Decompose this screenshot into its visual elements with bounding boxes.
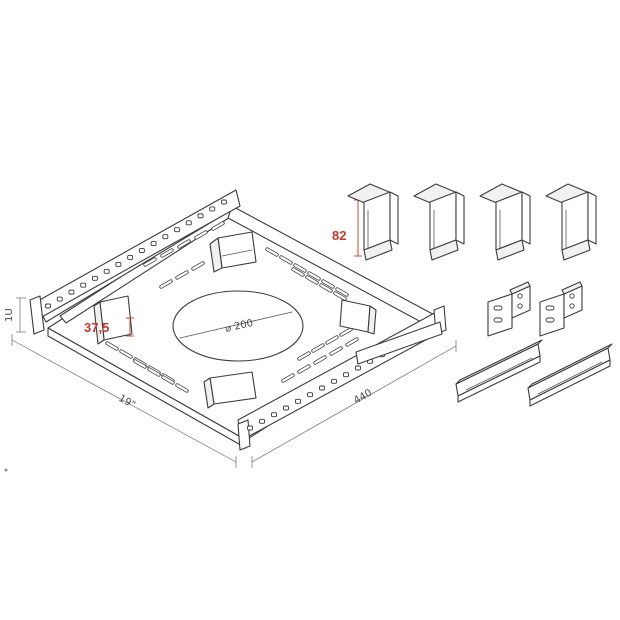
vent-slot (161, 375, 175, 385)
vent-slot (160, 248, 174, 258)
vent-slot (265, 247, 279, 257)
rail-hole (221, 199, 227, 205)
ventilation-slot-group (105, 221, 359, 393)
slide-rail-2 (527, 343, 613, 407)
rail-hole (174, 227, 181, 233)
vent-slot (305, 275, 319, 285)
vent-slot (291, 267, 305, 277)
vent-slot (175, 383, 189, 393)
rail-hole (103, 268, 110, 274)
offset-37-5-label: 37,5 (84, 320, 109, 335)
rail-hole (283, 405, 289, 411)
rail-hole (319, 385, 325, 391)
vent-slot (133, 359, 147, 369)
rail-hole (197, 213, 204, 219)
depth-rail-right (355, 321, 443, 365)
center-cutout (172, 290, 304, 362)
depth-440-label: 440 (352, 388, 374, 407)
vent-slot (159, 279, 173, 289)
vent-slot (297, 351, 311, 361)
vent-slot (191, 261, 205, 271)
right-mounting-ear (237, 419, 251, 451)
rail-hole (355, 365, 361, 371)
vent-slot (293, 263, 307, 273)
rail-hole (56, 296, 63, 302)
vent-slot (335, 287, 349, 297)
rail-hole (80, 282, 87, 288)
height-1u-label: 1U (4, 308, 15, 322)
stray-mark (4, 468, 8, 472)
z-bracket-3 (479, 183, 531, 261)
vent-slot (147, 367, 161, 377)
vent-slot (143, 257, 157, 267)
vent-slot (177, 239, 191, 249)
l-bracket-2 (539, 281, 583, 337)
rail-hole (138, 248, 145, 253)
rail-hole (271, 412, 277, 418)
vent-slot (313, 355, 327, 365)
vent-slot (329, 346, 343, 356)
z-bracket-group (347, 183, 597, 261)
vent-slot (211, 221, 225, 231)
rail-hole (331, 378, 337, 384)
vent-slot (311, 343, 325, 353)
slide-rail-1 (455, 339, 543, 403)
vent-slot (321, 279, 335, 289)
rail-hole (343, 372, 349, 378)
vent-slot (345, 337, 359, 347)
floor-bracket-back (209, 231, 257, 273)
l-bracket-1 (487, 281, 531, 337)
vent-slot (119, 349, 133, 359)
rail-hole (295, 398, 301, 404)
bracket-height-82-label: 82 (332, 228, 346, 243)
rail-hole (247, 425, 253, 431)
diameter-line (179, 311, 293, 339)
rack-shelf (29, 189, 447, 451)
vent-slot (281, 373, 295, 383)
rail-hole (162, 234, 169, 240)
rail-hole (209, 206, 216, 212)
rail-hole (150, 241, 157, 247)
rail-hole (68, 289, 75, 295)
z-bracket-1 (347, 183, 399, 261)
vent-slot (279, 255, 293, 265)
vent-slot (319, 283, 333, 293)
vent-slot (333, 291, 347, 301)
rail-hole (185, 220, 192, 226)
floor-bracket-right (339, 299, 377, 335)
vent-slot (105, 341, 119, 351)
rail-hole (259, 418, 265, 424)
rail-hole (127, 255, 134, 260)
z-bracket-2 (413, 183, 465, 261)
vent-slot (194, 230, 208, 240)
left-mounting-ear (29, 295, 45, 335)
floor-bracket-front (203, 371, 257, 409)
vent-slot (297, 364, 311, 374)
vent-slot (175, 270, 189, 280)
floor-bracket-left (93, 295, 133, 345)
rail-hole (115, 261, 122, 267)
vent-slot (307, 271, 321, 281)
rail-hole (91, 275, 98, 281)
rail-hole (45, 303, 51, 309)
rail-hole (307, 392, 313, 398)
vent-slot (325, 335, 339, 345)
z-bracket-4 (545, 183, 597, 261)
width-19-label: 19" (117, 393, 137, 411)
